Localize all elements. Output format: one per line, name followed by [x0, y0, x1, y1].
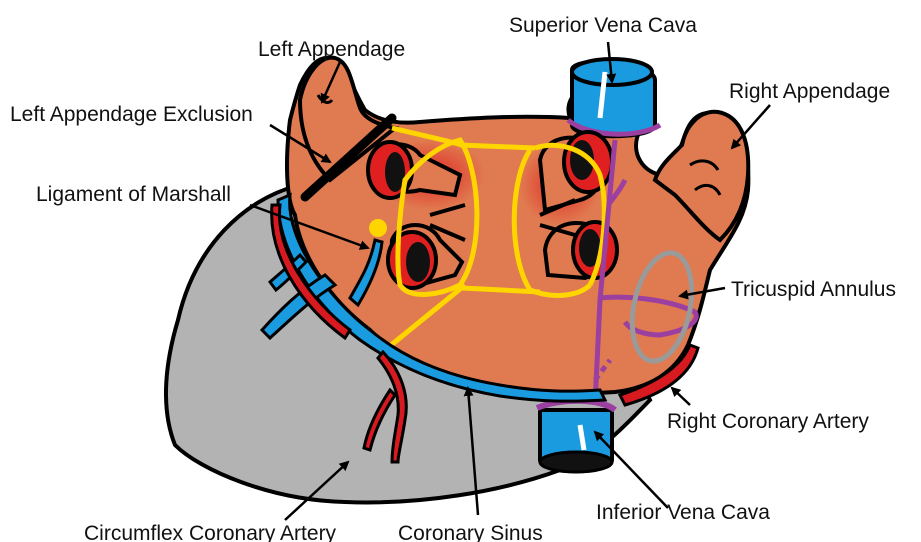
label-superior-vena-cava: Superior Vena Cava	[509, 14, 697, 37]
label-circumflex-coronary-artery: Circumflex Coronary Artery	[84, 522, 337, 542]
label-left-appendage-exclusion: Left Appendage Exclusion	[10, 103, 253, 126]
label-tricuspid-annulus: Tricuspid Annulus	[731, 278, 896, 301]
ligament-of-marshall-dot	[369, 219, 387, 237]
label-coronary-sinus: Coronary Sinus	[398, 522, 543, 542]
superior-vena-cava	[568, 59, 660, 136]
label-ligament-of-marshall: Ligament of Marshall	[36, 183, 231, 206]
label-right-coronary-artery: Right Coronary Artery	[667, 410, 869, 433]
label-inferior-vena-cava: Inferior Vena Cava	[596, 501, 770, 524]
label-right-appendage: Right Appendage	[729, 80, 890, 103]
label-left-appendage: Left Appendage	[258, 38, 405, 61]
inferior-vena-cava	[537, 401, 615, 472]
